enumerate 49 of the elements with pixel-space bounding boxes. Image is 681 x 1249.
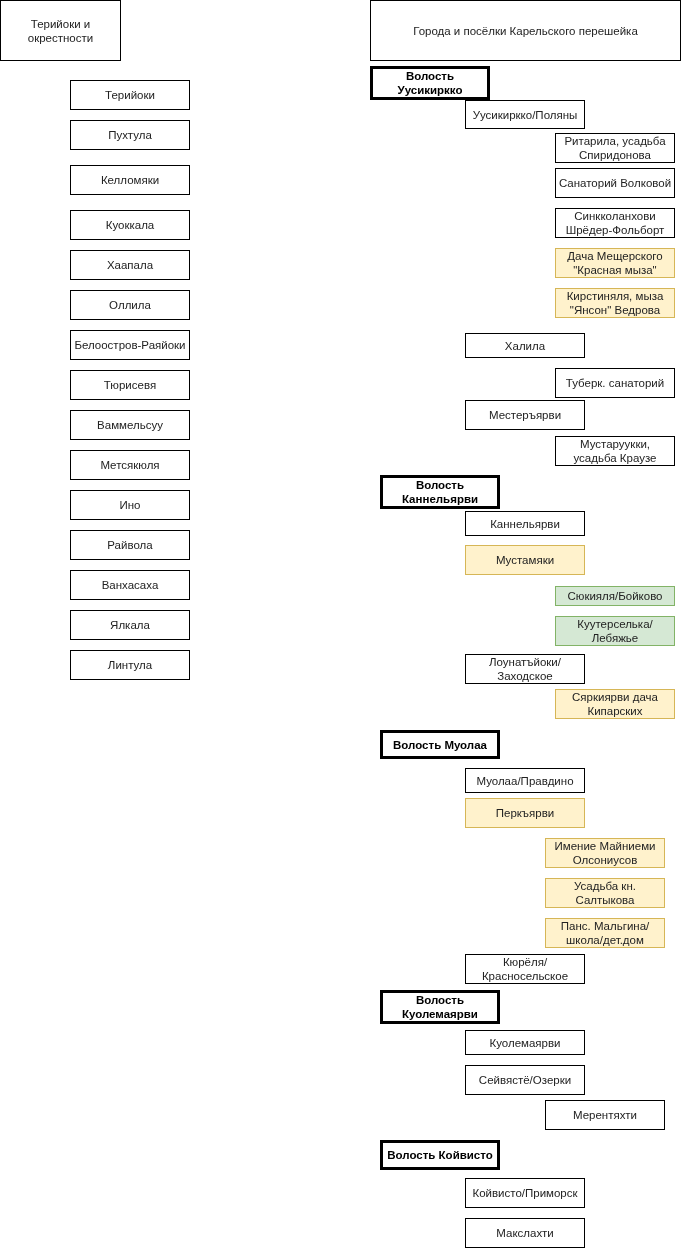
district-box: Волость Каннельярви bbox=[380, 475, 500, 509]
place-box: Ино bbox=[70, 490, 190, 520]
place-box: Халила bbox=[465, 333, 585, 358]
place-box: Оллила bbox=[70, 290, 190, 320]
place-box: Синкколанхови Шрёдер-Фольборт bbox=[555, 208, 675, 238]
district-box: Волость Койвисто bbox=[380, 1140, 500, 1170]
place-box: Ваммельсуу bbox=[70, 410, 190, 440]
place-box: Кирстиняля, мыза "Янсон" Ведрова bbox=[555, 288, 675, 318]
place-box: Сюкияля/Бойково bbox=[555, 586, 675, 606]
place-box: Ванхасаха bbox=[70, 570, 190, 600]
place-box: Мерентяхти bbox=[545, 1100, 665, 1130]
place-box: Каннельярви bbox=[465, 511, 585, 536]
header-box: Терийоки и окрестности bbox=[0, 0, 121, 61]
district-box: Волость Муолаа bbox=[380, 730, 500, 759]
place-box: Куутерселька/ Лебяжье bbox=[555, 616, 675, 646]
header-box: Города и посёлки Карельского перешейка bbox=[370, 0, 681, 61]
place-box: Белоостров-Раяйоки bbox=[70, 330, 190, 360]
place-box: Муолаа/Правдино bbox=[465, 768, 585, 793]
place-box: Перкъярви bbox=[465, 798, 585, 828]
place-box: Метсякюля bbox=[70, 450, 190, 480]
place-box: Туберк. санаторий bbox=[555, 368, 675, 398]
place-box: Мустаруукки, усадьба Краузе bbox=[555, 436, 675, 466]
place-box: Лоунатъйоки/ Заходское bbox=[465, 654, 585, 684]
place-box: Райвола bbox=[70, 530, 190, 560]
place-box: Койвисто/Приморск bbox=[465, 1178, 585, 1208]
place-box: Куоккала bbox=[70, 210, 190, 240]
place-box: Кюрёля/ Красносельское bbox=[465, 954, 585, 984]
place-box: Ялкала bbox=[70, 610, 190, 640]
district-box: Волость Уусикиркко bbox=[370, 66, 490, 100]
place-box: Мустамяки bbox=[465, 545, 585, 575]
place-box: Сейвястё/Озерки bbox=[465, 1065, 585, 1095]
place-box: Хаапала bbox=[70, 250, 190, 280]
place-box: Пухтула bbox=[70, 120, 190, 150]
place-box: Санаторий Волковой bbox=[555, 168, 675, 198]
place-box: Имение Майниеми Олсониусов bbox=[545, 838, 665, 868]
place-box: Макслахти bbox=[465, 1218, 585, 1248]
place-box: Уусикиркко/Поляны bbox=[465, 100, 585, 129]
district-box: Волость Куолемаярви bbox=[380, 990, 500, 1024]
place-box: Усадьба кн. Салтыкова bbox=[545, 878, 665, 908]
place-box: Дача Мещерского "Красная мыза" bbox=[555, 248, 675, 278]
place-box: Келломяки bbox=[70, 165, 190, 195]
place-box: Местеръярви bbox=[465, 400, 585, 430]
place-box: Куолемаярви bbox=[465, 1030, 585, 1055]
place-box: Линтула bbox=[70, 650, 190, 680]
place-box: Тюрисевя bbox=[70, 370, 190, 400]
place-box: Терийоки bbox=[70, 80, 190, 110]
place-box: Ритарила, усадьба Спиридонова bbox=[555, 133, 675, 163]
place-box: Панс. Мальгина/ школа/дет.дом bbox=[545, 918, 665, 948]
place-box: Сяркиярви дача Кипарских bbox=[555, 689, 675, 719]
